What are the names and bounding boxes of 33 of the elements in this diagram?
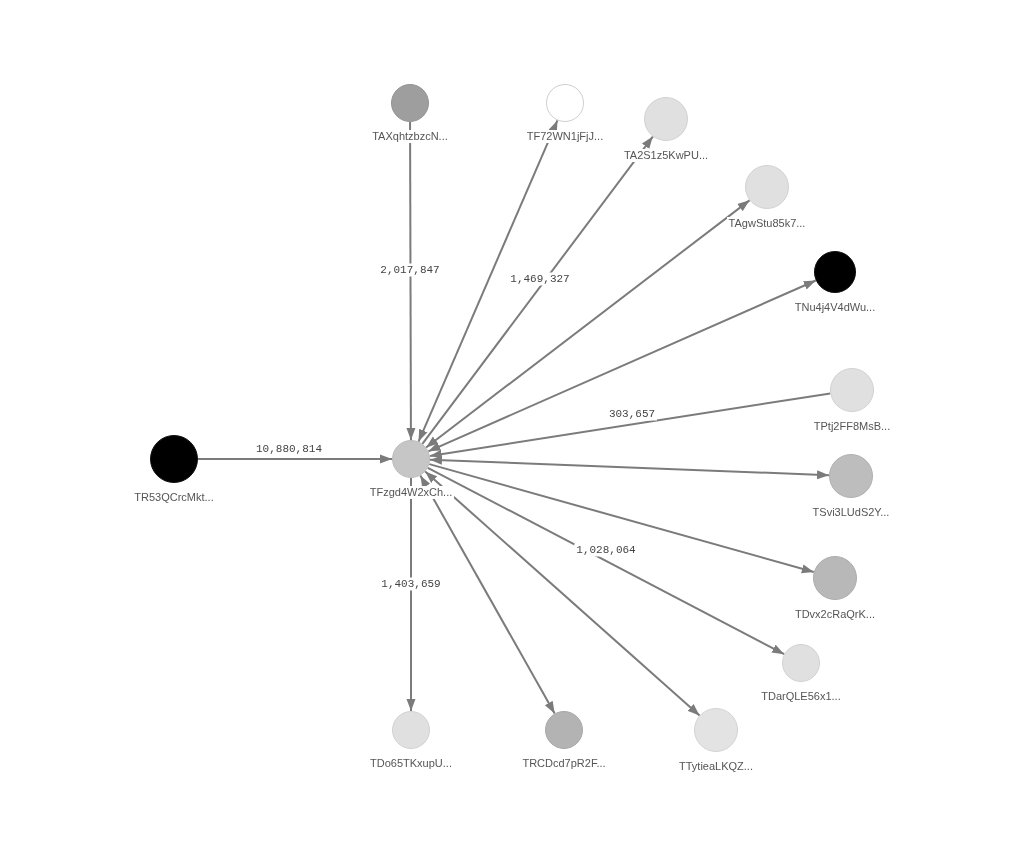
edge-label: 1,469,327 [508, 272, 572, 286]
address-label: TNu4j4V4dWu... [792, 301, 878, 314]
arrow [426, 466, 786, 656]
address-label: TTytieaLKQZ... [677, 760, 755, 773]
arrow [429, 455, 830, 480]
address-label: TPtj2FF8MsB... [811, 420, 893, 433]
address-label: TFzgd4W2xCh... [367, 486, 455, 499]
arrow [428, 463, 815, 574]
arrow [425, 199, 751, 449]
edge-label: 1,403,659 [379, 577, 443, 591]
arrow [417, 119, 559, 443]
arrow [428, 392, 832, 459]
arrow [197, 454, 393, 464]
arrow [424, 470, 701, 717]
address-label: TR53QCrcMkt... [132, 491, 216, 504]
address-label: TA2S1z5KwPU... [621, 149, 711, 162]
address-label: TRCDcd7pR2F... [520, 757, 608, 770]
edge-label: 1,028,064 [574, 543, 638, 557]
arrow [419, 474, 556, 715]
address-label: TF72WN1jFjJ... [524, 130, 606, 143]
arrow [421, 135, 654, 445]
address-label: TAgwStu85k7... [726, 217, 808, 230]
arrow [427, 279, 817, 453]
address-label: TAXqhtzbzcN... [370, 130, 450, 143]
edge-label: 10,880,814 [254, 442, 324, 456]
address-label: TSvi3LUdS2Y... [810, 506, 892, 519]
address-label: TDarQLE56x1... [759, 690, 843, 703]
edge-label: 303,657 [606, 407, 658, 421]
address-label: TDo65TKxupU... [368, 757, 454, 770]
edge-label: 2,017,847 [378, 263, 442, 277]
address-label: TDvx2cRaQrK... [792, 608, 878, 621]
arrow [406, 121, 416, 441]
arrow [406, 477, 416, 712]
